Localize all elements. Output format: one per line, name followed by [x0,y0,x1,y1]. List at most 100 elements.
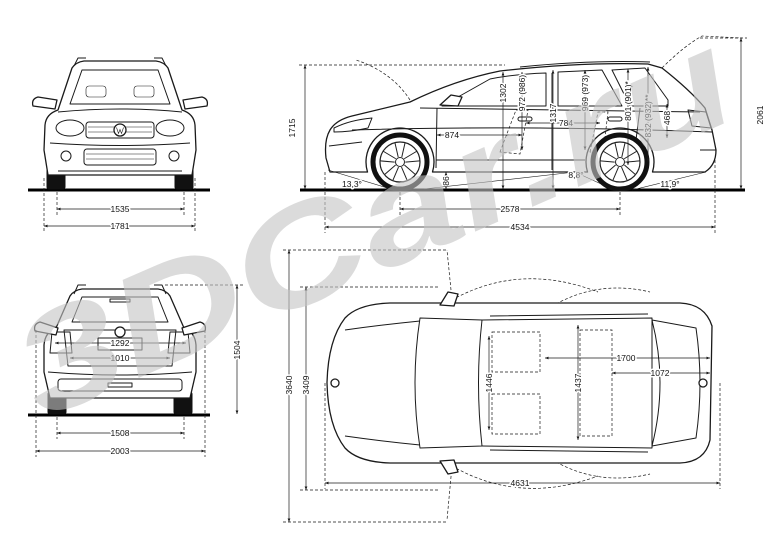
departure-angle-line [631,171,707,191]
dimension-label: 3409 [301,375,311,394]
dimension-label: 1072 [651,368,670,378]
right-headlight [155,119,185,137]
extension-lines [324,383,721,489]
side-view: 874 784 1302 972 (986) 1317 969 (973) 80… [286,35,767,234]
lower-grille [83,148,157,166]
front-side-window [441,72,547,107]
dimension-label: 1781 [111,221,130,231]
dimension-label: 4534 [511,222,530,232]
front-view: 1535 1781 [28,57,210,233]
grille [85,121,155,139]
bumper-line [47,371,193,376]
windshield [69,69,171,105]
dimension-label: 1317 [548,103,558,122]
dimension-label: 1535 [111,204,130,214]
front-seat-outline [499,109,529,155]
front-car-body [43,60,197,176]
left-mirror [439,291,459,307]
left-mirror [33,321,59,336]
left-taillight [49,331,73,354]
dimension-label: 86 [441,176,451,186]
approach-angle-line [327,169,395,191]
right-fog-light [168,150,180,162]
roof [481,317,653,449]
roof-rail [519,61,651,68]
dimension-label: 3640 [284,375,294,394]
dimension-label: 1504 [232,340,242,359]
rear-window [651,319,701,447]
front-door-open-outline [446,465,599,521]
roof-rails [73,284,167,295]
angle-label: 13,3° [342,179,362,189]
left-mirror [31,96,58,110]
lower-bumper [57,378,183,392]
left-fog-light [60,150,72,162]
reflector [107,382,133,388]
dimension-label: 1010 [111,353,130,363]
dimension-label: 1508 [111,428,130,438]
dimension-label: 2578 [501,204,520,214]
dimension-label: 1715 [287,118,297,137]
dimension-label: 1700 [617,353,636,363]
dimension-label: 1292 [111,338,130,348]
headlight [333,117,373,133]
open-tailgate-outline [661,35,743,69]
top-car-body [326,302,713,464]
rear-view: 1292 1010 1504 1508 2003 [28,284,244,458]
dimension-label: 1302 [498,83,508,102]
dimension-label: 468 [662,111,672,125]
front-door-handle [517,116,533,122]
headrest [133,85,155,98]
dimension-label: 874 [445,130,459,140]
left-headlight [55,119,85,137]
right-mirror [439,459,459,475]
right-taillight [167,331,191,354]
angle-label: 11,9° [660,179,679,189]
dimension-label: 2003 [111,446,130,456]
dimension-label: 801 (901)* [623,80,633,120]
rear-door-open-outline [555,287,651,479]
dimension-label: 972 (986) [517,75,527,112]
dimension-label: 4631 [511,478,530,488]
front-logo-icon [330,378,340,388]
extension-lines [35,330,206,457]
dimension-label: 1437 [573,373,583,392]
ramp-angle-lines [423,171,613,190]
extension-lines [283,249,447,523]
rear-logo-icon [698,378,708,388]
side-mirror [439,94,463,107]
dimension-label: 1446 [484,373,494,392]
brake-light [109,298,131,303]
rear-door-handle [607,116,623,122]
tailgate-outline [63,329,177,367]
rear-seat-outline [579,329,613,437]
logo-mark [116,127,124,135]
top-view: 1446 1437 1700 1072 3640 3409 4631 [283,249,721,523]
lower-grille-slats [86,153,154,160]
hood-lines [344,320,421,446]
roof-rails [73,57,167,67]
hood-line [57,108,183,113]
right-mirror [182,96,209,110]
dimension-label: 832 (932)** [643,94,653,138]
front-seat-outline [491,331,541,435]
rear-window [71,296,169,323]
belt-line [419,107,701,113]
rear-side-window [557,69,623,107]
open-hood-outline [355,59,411,101]
dimension-label: 2061 [755,105,765,124]
bumper-line [49,142,191,146]
character-line [351,127,713,133]
front-door-open-outline [446,249,599,301]
quarter-window [611,67,669,107]
front-bumper-line [328,141,363,147]
extension-lines [43,178,196,232]
angle-label: 8,8° [568,170,583,180]
extension-lines [299,37,747,66]
headrest [85,85,107,98]
taillight [687,109,712,129]
logo-icon [114,326,126,338]
dimension-label: 784 [559,118,573,128]
